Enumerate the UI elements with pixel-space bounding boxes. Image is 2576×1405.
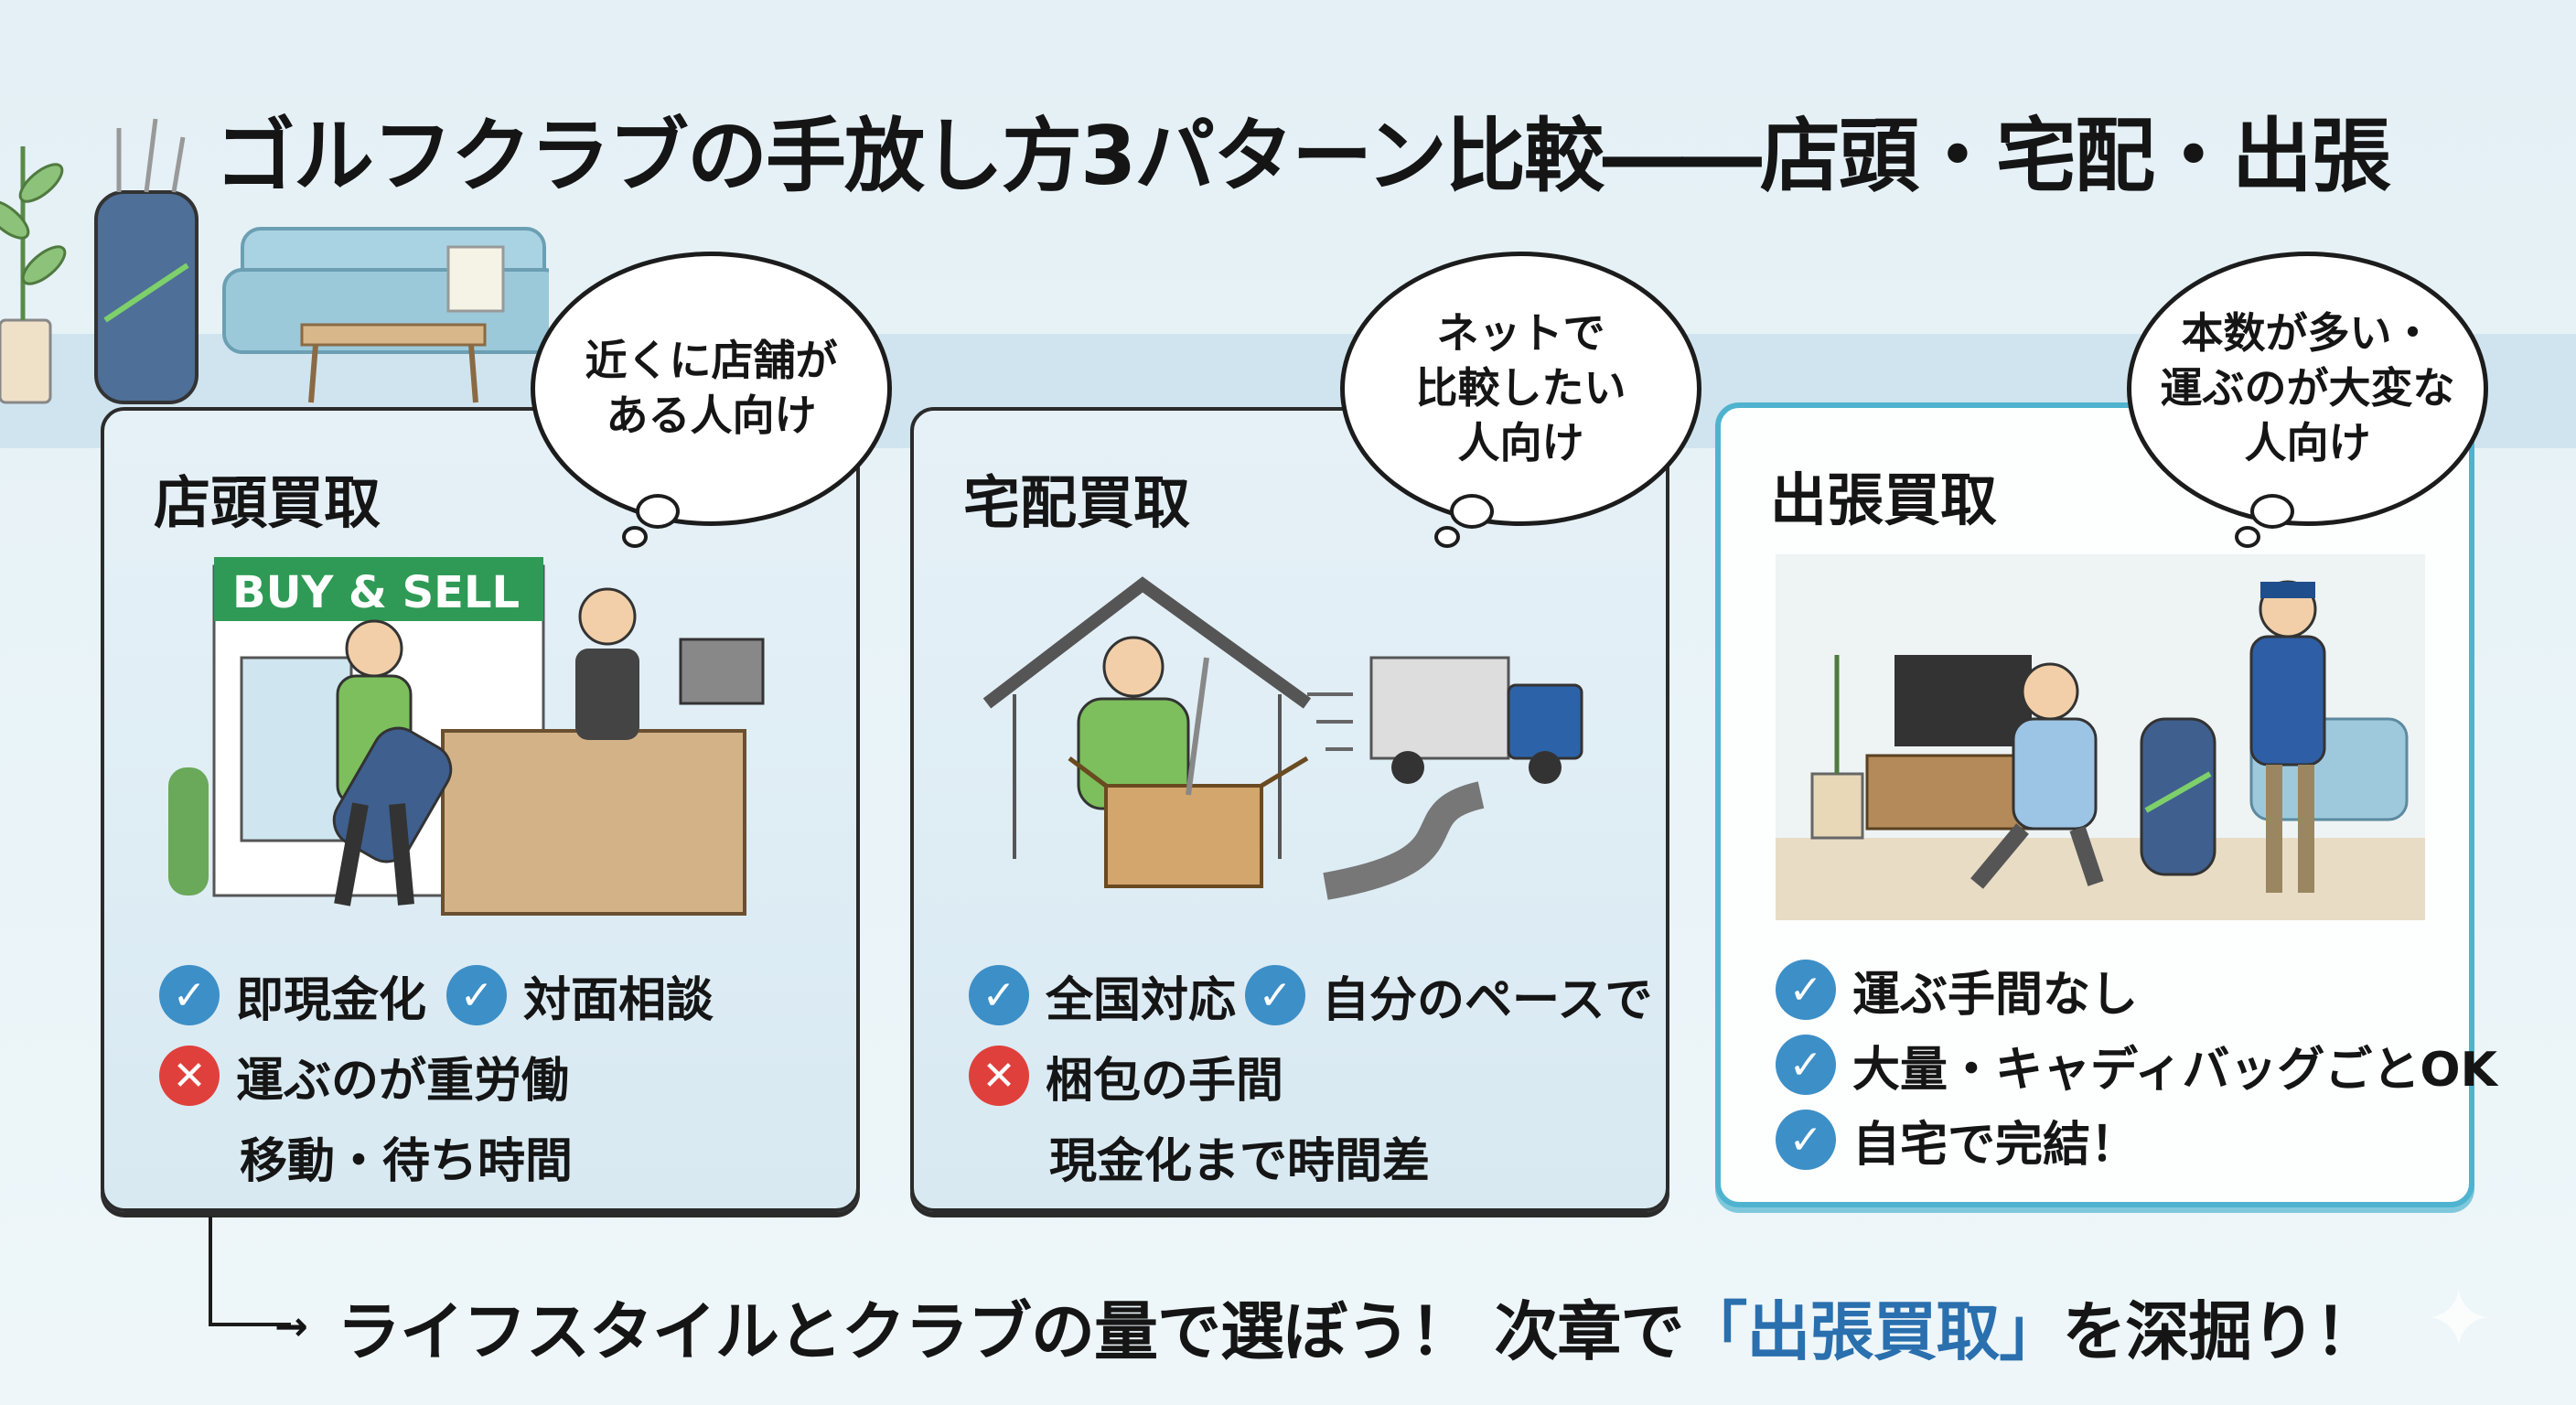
footer-message: ライフスタイルとクラブの量で選ぼう！ 次章で「出張買取」を深掘り！	[337, 1281, 2378, 1373]
store-sign: BUY & SELL	[232, 567, 520, 618]
pro-item: 自分のペースで	[1322, 972, 1653, 1028]
card-title: 出張買取	[1770, 467, 1998, 533]
room-decoration-illustration	[0, 118, 549, 404]
speech-bubble-delivery: ネットで比較したい人向け	[1340, 252, 1701, 526]
footer-text: ライフスタイルとクラブの量で選ぼう！ 次章で	[337, 1294, 1684, 1369]
con-item: 運ぶのが重労働	[236, 1053, 570, 1109]
bubble-tail	[2235, 526, 2260, 548]
footer-accent: 「出張買取」	[1683, 1294, 2063, 1369]
pro-item: 対面相談	[523, 972, 714, 1028]
bubble-line: ある人向け	[606, 391, 817, 440]
bubble-line: ネットで	[1436, 308, 1605, 359]
bubble-line: 本数が多い・	[2181, 308, 2434, 359]
check-icon: ✓	[1776, 1035, 1836, 1095]
bubble-tail	[1434, 526, 1460, 548]
pro-item: 運ぶ手間なし	[1852, 967, 2139, 1023]
con-item: 梱包の手間	[1046, 1053, 1284, 1109]
card-title: 店頭買取	[154, 469, 381, 536]
bubble-line: 近くに店舗が	[585, 336, 838, 386]
bubble-line: 人向け	[1457, 417, 1584, 467]
check-icon: ✓	[159, 965, 220, 1025]
con-item: 現金化まで時間差	[1049, 1133, 1431, 1189]
pro-item: 大量・キャディバッグごとOK	[1852, 1042, 2497, 1098]
pro-item: 自宅で完結！	[1852, 1117, 2139, 1173]
onsite-illustration	[1776, 554, 2425, 920]
bubble-line: 運ぶのが大変な	[2160, 363, 2455, 413]
speech-bubble-onsite: 本数が多い・運ぶのが大変な人向け	[2127, 252, 2488, 526]
connector-line	[209, 1323, 291, 1326]
arrow-icon: →	[274, 1303, 308, 1350]
bubble-tail	[636, 494, 680, 529]
delivery-illustration	[982, 576, 1583, 900]
page-title: ゴルフクラブの手放し方3パターン比較――店頭・宅配・出張	[215, 109, 2391, 203]
connector-line	[209, 1217, 212, 1326]
card-title: 宅配買取	[963, 469, 1191, 536]
check-icon: ✓	[1776, 960, 1836, 1020]
footer-text: を深掘り！	[2062, 1294, 2378, 1369]
bubble-tail	[622, 526, 648, 548]
check-icon: ✓	[1776, 1110, 1836, 1170]
bubble-line: 比較したい	[1415, 363, 1626, 413]
sparkle-icon: ✦	[2424, 1271, 2494, 1367]
check-icon: ✓	[969, 965, 1029, 1025]
card-delivery-purchase: 宅配買取 ✓ 全国対応 ✓ 自分のペースで ✕ 梱包の手間 現金化まで時間差	[910, 407, 1669, 1212]
check-icon: ✓	[446, 965, 508, 1025]
card-onsite-purchase: 出張買取 ✓ 運ぶ手間なし ✓ 大量・キャディバッグごとOK ✓ 自宅で完結！	[1715, 402, 2497, 1207]
con-item: 移動・待ち時間	[240, 1133, 574, 1189]
bubble-tail	[2250, 494, 2294, 529]
card-store-purchase: 店頭買取 BUY & SELL ✓ 即現金化 ✓ 対面相談 ✕ 運ぶのが重労働 …	[101, 407, 860, 1212]
speech-bubble-store: 近くに店舗がある人向け	[531, 252, 892, 526]
cross-icon: ✕	[969, 1046, 1029, 1106]
check-icon: ✓	[1245, 965, 1306, 1025]
pro-item: 全国対応	[1046, 972, 1237, 1028]
bubble-line: 人向け	[2244, 417, 2371, 467]
pro-item: 即現金化	[236, 972, 427, 1028]
bubble-tail	[1450, 494, 1494, 529]
cross-icon: ✕	[159, 1046, 220, 1106]
store-illustration: BUY & SELL	[168, 557, 765, 916]
